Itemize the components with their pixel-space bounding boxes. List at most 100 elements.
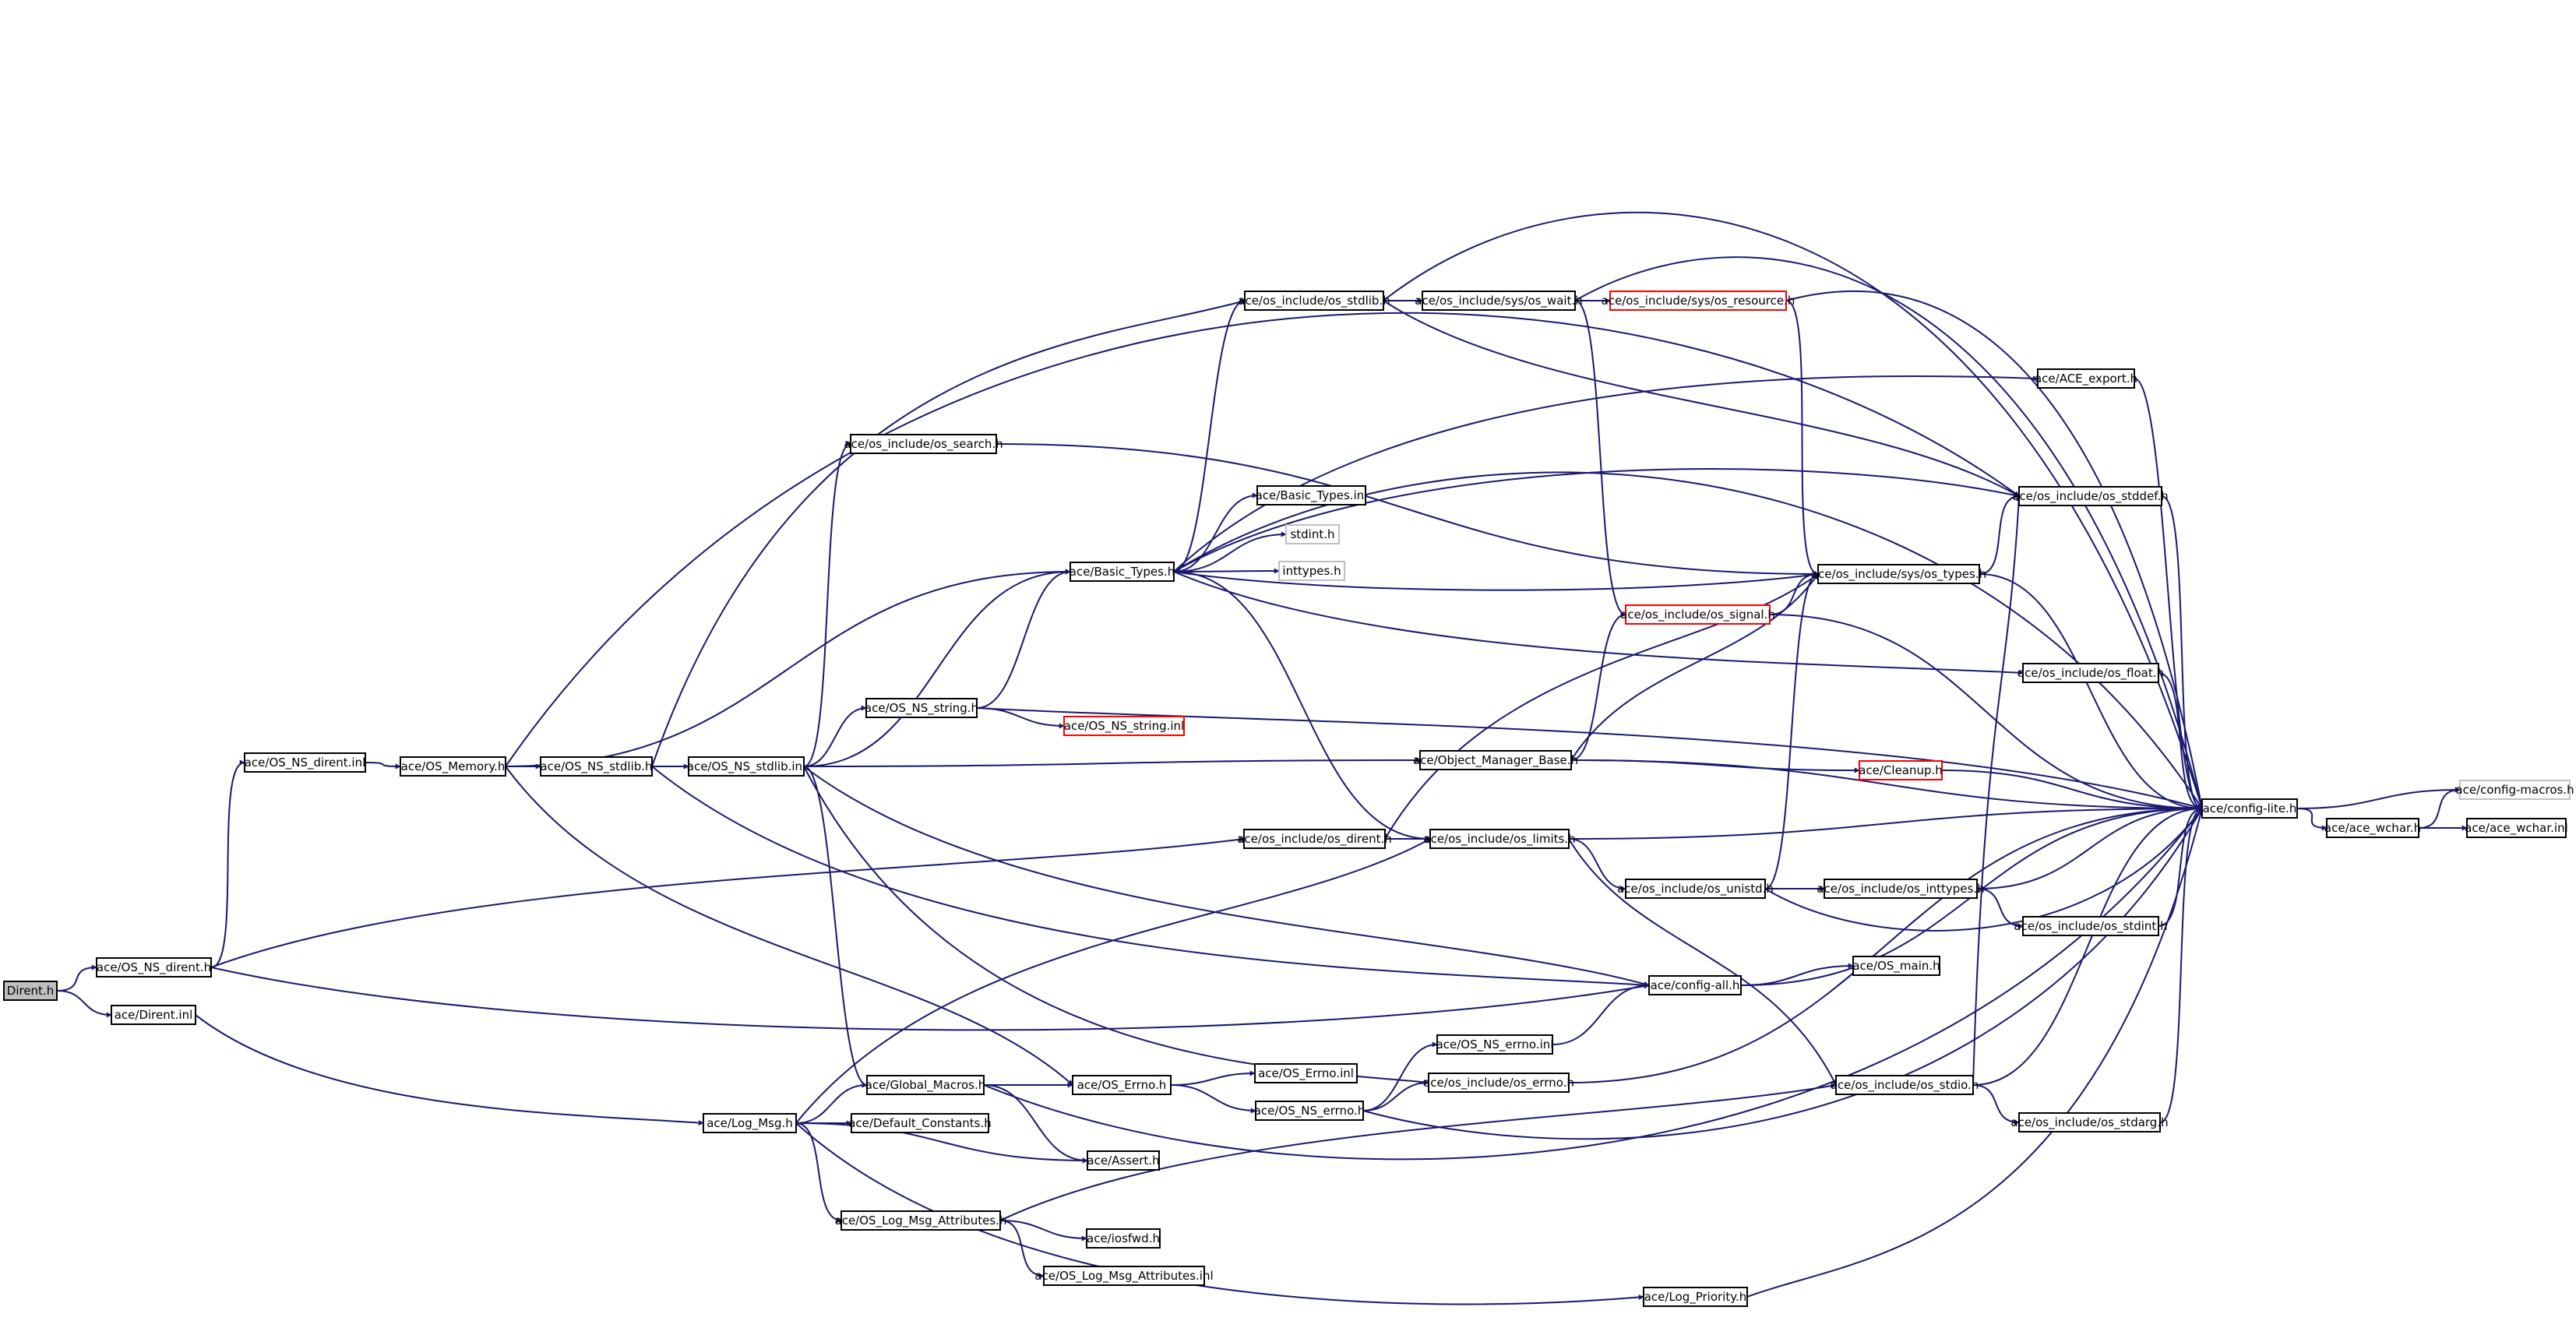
node-os-ns-dirent-h[interactable]: ace/OS_NS_dirent.h bbox=[96, 957, 212, 978]
node-os-limits-h[interactable]: ace/os_include/os_limits.h bbox=[1423, 829, 1576, 849]
edge-os_resource_h-to-os_types_h bbox=[1785, 300, 1819, 577]
node-os-ns-dirent-inl[interactable]: ace/OS_NS_dirent.inl bbox=[244, 752, 366, 773]
node-ace-wchar-h[interactable]: ace/ace_wchar.h bbox=[2324, 818, 2421, 838]
node-os-float-h[interactable]: ace/os_include/os_float.h bbox=[2017, 663, 2164, 683]
node-label: ace/OS_NS_string.h bbox=[865, 701, 978, 716]
node-os-search-h[interactable]: ace/os_include/os_search.h bbox=[844, 434, 1003, 454]
node-default-constants-h[interactable]: ace/Default_Constants.h bbox=[848, 1113, 992, 1133]
node-label: ace/Basic_Types.inl bbox=[1256, 488, 1368, 503]
node-box bbox=[2326, 818, 2419, 838]
node-os-unistd-h[interactable]: ace/os_include/os_unistd.h bbox=[1617, 879, 1774, 899]
edge-os_limits_h-to-os_unistd_h bbox=[1568, 838, 1626, 892]
node-label: stdint.h bbox=[1290, 527, 1334, 541]
edge-os_signal_h-to-config_lite_h bbox=[1769, 614, 2203, 812]
edge-os_errno_h-to-config_lite_h bbox=[1568, 805, 2203, 1083]
node-basic-types-inl[interactable]: ace/Basic_Types.inl bbox=[1256, 485, 1368, 505]
node-os-stdint-h[interactable]: ace/os_include/os_stdint.h bbox=[2014, 916, 2168, 936]
node-box bbox=[2018, 486, 2162, 506]
node-os-ns-stdlib-inl[interactable]: ace/OS_NS_stdlib.inl bbox=[687, 756, 805, 777]
node-os-stdio-h[interactable]: ace/os_include/os_stdio.h bbox=[1831, 1075, 1979, 1095]
node-os-ns-stdlib-h[interactable]: ace/OS_NS_stdlib.h bbox=[540, 756, 653, 777]
node-os-resource-h[interactable]: ace/os_include/sys/os_resource.h bbox=[1602, 291, 1795, 311]
edge-object_manager_base_h-to-config_lite_h bbox=[1570, 759, 2203, 812]
edge-os_unistd_h-to-config_lite_h bbox=[1764, 808, 2203, 932]
node-os-errno-cap-h[interactable]: ace/OS_Errno.h bbox=[1072, 1075, 1172, 1095]
node-label: ace/os_include/os_signal.h bbox=[1620, 608, 1775, 622]
edge-os_resource_h-to-config_lite_h bbox=[1785, 290, 2204, 809]
node-box bbox=[1824, 879, 1978, 899]
node-box bbox=[244, 752, 366, 773]
node-box bbox=[1086, 1228, 1161, 1249]
node-os-inttypes-h[interactable]: ace/os_include/os_inttypes.h bbox=[1817, 879, 1985, 899]
node-box bbox=[96, 957, 212, 978]
node-os-types-h[interactable]: ace/os_include/sys/os_types.h bbox=[1811, 564, 1986, 584]
node-os-signal-h[interactable]: ace/os_include/os_signal.h bbox=[1620, 604, 1775, 625]
node-stdint-h: stdint.h bbox=[1285, 524, 1340, 544]
node-label: ace/Dirent.inl bbox=[115, 1008, 193, 1022]
edge-os_stdarg_h-to-config_lite_h bbox=[2159, 805, 2203, 1123]
node-box bbox=[1422, 291, 1576, 311]
edge-log_msg_h-to-os_limits_h bbox=[795, 838, 1431, 1124]
node-os-stdarg-h[interactable]: ace/os_include/os_stdarg.h bbox=[2010, 1112, 2169, 1132]
node-os-ns-string-h[interactable]: ace/OS_NS_string.h bbox=[865, 698, 978, 718]
node-box bbox=[3, 981, 58, 1001]
node-label: ace/OS_Log_Msg_Attributes.h bbox=[835, 1214, 1007, 1228]
node-box bbox=[1256, 485, 1366, 505]
node-box bbox=[2037, 368, 2135, 389]
node-ace-export-h[interactable]: ace/ACE_export.h bbox=[2035, 368, 2137, 389]
node-cleanup-h[interactable]: ace/Cleanup.h bbox=[1859, 760, 1943, 780]
node-os-ns-string-inl[interactable]: ace/OS_NS_string.inl bbox=[1063, 716, 1185, 736]
node-box bbox=[1429, 829, 1570, 849]
node-label: ace/os_include/os_stdlib.h bbox=[1238, 294, 1390, 308]
node-global-macros-h[interactable]: ace/Global_Macros.h bbox=[865, 1075, 986, 1095]
node-box bbox=[2022, 663, 2159, 683]
node-label: ace/Global_Macros.h bbox=[865, 1078, 986, 1093]
node-log-priority-h[interactable]: ace/Log_Priority.h bbox=[1643, 1287, 1748, 1307]
node-os-log-msg-attributes-h[interactable]: ace/OS_Log_Msg_Attributes.h bbox=[835, 1210, 1007, 1231]
node-object-manager-base-h[interactable]: ace/Object_Manager_Base.h bbox=[1413, 750, 1578, 770]
node-label: ace/os_include/os_unistd.h bbox=[1617, 882, 1774, 896]
node-label: ace/ace_wchar.inl bbox=[2465, 821, 2568, 836]
node-os-wait-h[interactable]: ace/os_include/sys/os_wait.h bbox=[1415, 291, 1583, 311]
node-label: ace/iosfwd.h bbox=[1087, 1231, 1160, 1245]
edge-os_dirent_h-to-os_types_h bbox=[1384, 573, 1819, 840]
node-label: ace/ACE_export.h bbox=[2035, 372, 2137, 386]
node-label: ace/os_include/os_stdint.h bbox=[2014, 919, 2167, 934]
node-os-ns-errno-inl[interactable]: ace/OS_NS_errno.inl bbox=[1436, 1034, 1554, 1055]
node-os-stddef-h[interactable]: ace/os_include/os_stddef.h bbox=[2012, 486, 2169, 506]
node-iosfwd-h[interactable]: ace/iosfwd.h bbox=[1086, 1228, 1161, 1249]
node-box bbox=[865, 698, 978, 718]
node-os-errno-h[interactable]: ace/os_include/os_errno.h bbox=[1423, 1073, 1574, 1093]
node-config-all-h[interactable]: ace/config-all.h bbox=[1648, 975, 1742, 995]
node-box bbox=[1625, 604, 1771, 625]
node-box bbox=[1087, 1150, 1160, 1171]
edge-dirent_h-to-dirent_inl bbox=[56, 990, 112, 1018]
node-label: ace/Basic_Types.h bbox=[1070, 565, 1175, 579]
edge-object_manager_base_h-to-os_signal_h bbox=[1570, 611, 1626, 761]
node-os-dirent-h[interactable]: ace/os_include/os_dirent.h bbox=[1237, 829, 1392, 849]
edge-basic_types_h-to-os_limits_h bbox=[1173, 571, 1431, 842]
node-box bbox=[1643, 1287, 1748, 1307]
node-os-errno-cap-inl[interactable]: ace/OS_Errno.inl bbox=[1254, 1063, 1358, 1083]
node-os-main-h[interactable]: ace/OS_main.h bbox=[1852, 956, 1940, 976]
edge-basic_types_h-to-basic_types_inl bbox=[1173, 492, 1258, 572]
node-os-stdlib-h[interactable]: ace/os_include/os_stdlib.h bbox=[1238, 291, 1390, 311]
node-box bbox=[1072, 1075, 1172, 1095]
edge-os_types_h-to-os_stddef_h bbox=[1979, 493, 2020, 575]
node-config-lite-h[interactable]: ace/config-lite.h bbox=[2201, 798, 2298, 819]
node-dirent-inl[interactable]: ace/Dirent.inl bbox=[111, 1005, 196, 1025]
node-label: ace/config-all.h bbox=[1651, 978, 1740, 992]
node-os-log-msg-attributes-inl[interactable]: ace/OS_Log_Msg_Attributes.inl bbox=[1034, 1266, 1214, 1286]
edge-os_wait_h-to-config_lite_h bbox=[1574, 256, 2204, 809]
node-log-msg-h[interactable]: ace/Log_Msg.h bbox=[703, 1113, 797, 1133]
edge-os_limits_h-to-config_lite_h bbox=[1568, 805, 2203, 840]
edge-os_errno_cap_h-to-os_errno_cap_inl bbox=[1170, 1070, 1256, 1086]
node-basic-types-h[interactable]: ace/Basic_Types.h bbox=[1070, 562, 1175, 582]
node-ace-wchar-inl[interactable]: ace/ace_wchar.inl bbox=[2465, 818, 2568, 838]
edge-os_search_h-to-os_types_h bbox=[996, 443, 1819, 577]
node-assert-h[interactable]: ace/Assert.h bbox=[1087, 1150, 1160, 1171]
edge-os_ns_stdlib_inl-to-basic_types_h bbox=[803, 569, 1071, 767]
node-os-memory-h[interactable]: ace/OS_Memory.h bbox=[400, 756, 506, 777]
edge-os_stdlib_h-to-os_stddef_h bbox=[1383, 300, 2020, 497]
node-os-ns-errno-h[interactable]: ace/OS_NS_errno.h bbox=[1254, 1101, 1366, 1121]
